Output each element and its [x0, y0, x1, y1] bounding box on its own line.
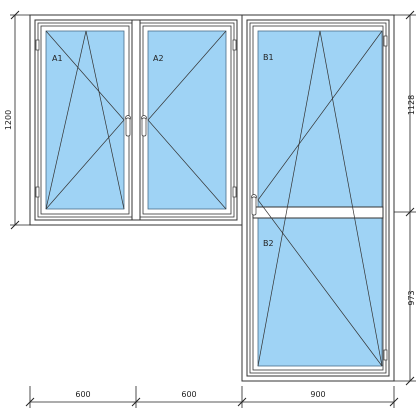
handle-icon[interactable]	[125, 115, 131, 137]
hinge-icon	[35, 39, 40, 51]
dim-tick	[405, 207, 415, 217]
hinge-icon	[232, 39, 237, 51]
dim-tick	[389, 397, 399, 407]
hinge-icon	[383, 35, 388, 47]
door-transom	[252, 206, 384, 219]
dim-height-door-top: 1128	[407, 95, 416, 115]
handle-icon[interactable]	[141, 115, 147, 137]
glass-b2	[257, 217, 383, 367]
glass-a2	[147, 30, 227, 210]
handle-icon[interactable]	[251, 194, 257, 216]
sash-label-a2: A2	[153, 54, 164, 63]
dim-width-left: 600	[75, 390, 90, 399]
dim-height-window: 1200	[4, 110, 13, 130]
sash-label-b1: B1	[263, 53, 274, 62]
door-sash[interactable]: B1 B2	[249, 22, 387, 374]
dim-tick	[405, 376, 415, 386]
turn-line-a2	[147, 30, 227, 210]
sash-label-a1: A1	[52, 54, 63, 63]
sash-a1[interactable]: A1	[37, 22, 133, 218]
sash-a2[interactable]: A2	[139, 22, 235, 218]
turn-line-door	[257, 30, 383, 367]
dim-tick	[131, 397, 141, 407]
window-mullion	[131, 19, 141, 221]
tilt-line-door	[257, 30, 383, 367]
dim-height-door-bottom: 973	[407, 290, 416, 305]
dim-width-right: 900	[310, 390, 325, 399]
dim-tick	[25, 397, 35, 407]
turn-line-a1	[45, 30, 125, 210]
dim-tick	[10, 220, 20, 230]
tilt-line-a1	[45, 30, 125, 210]
sash-label-b2: B2	[263, 239, 274, 248]
hinge-icon	[383, 349, 388, 361]
dim-width-middle: 600	[181, 390, 196, 399]
glass-b1	[257, 30, 383, 208]
dim-tick	[237, 397, 247, 407]
hinge-icon	[232, 186, 237, 198]
dim-tick	[10, 10, 20, 20]
hinge-icon	[35, 186, 40, 198]
dim-tick	[405, 10, 415, 20]
glass-a1	[45, 30, 125, 210]
